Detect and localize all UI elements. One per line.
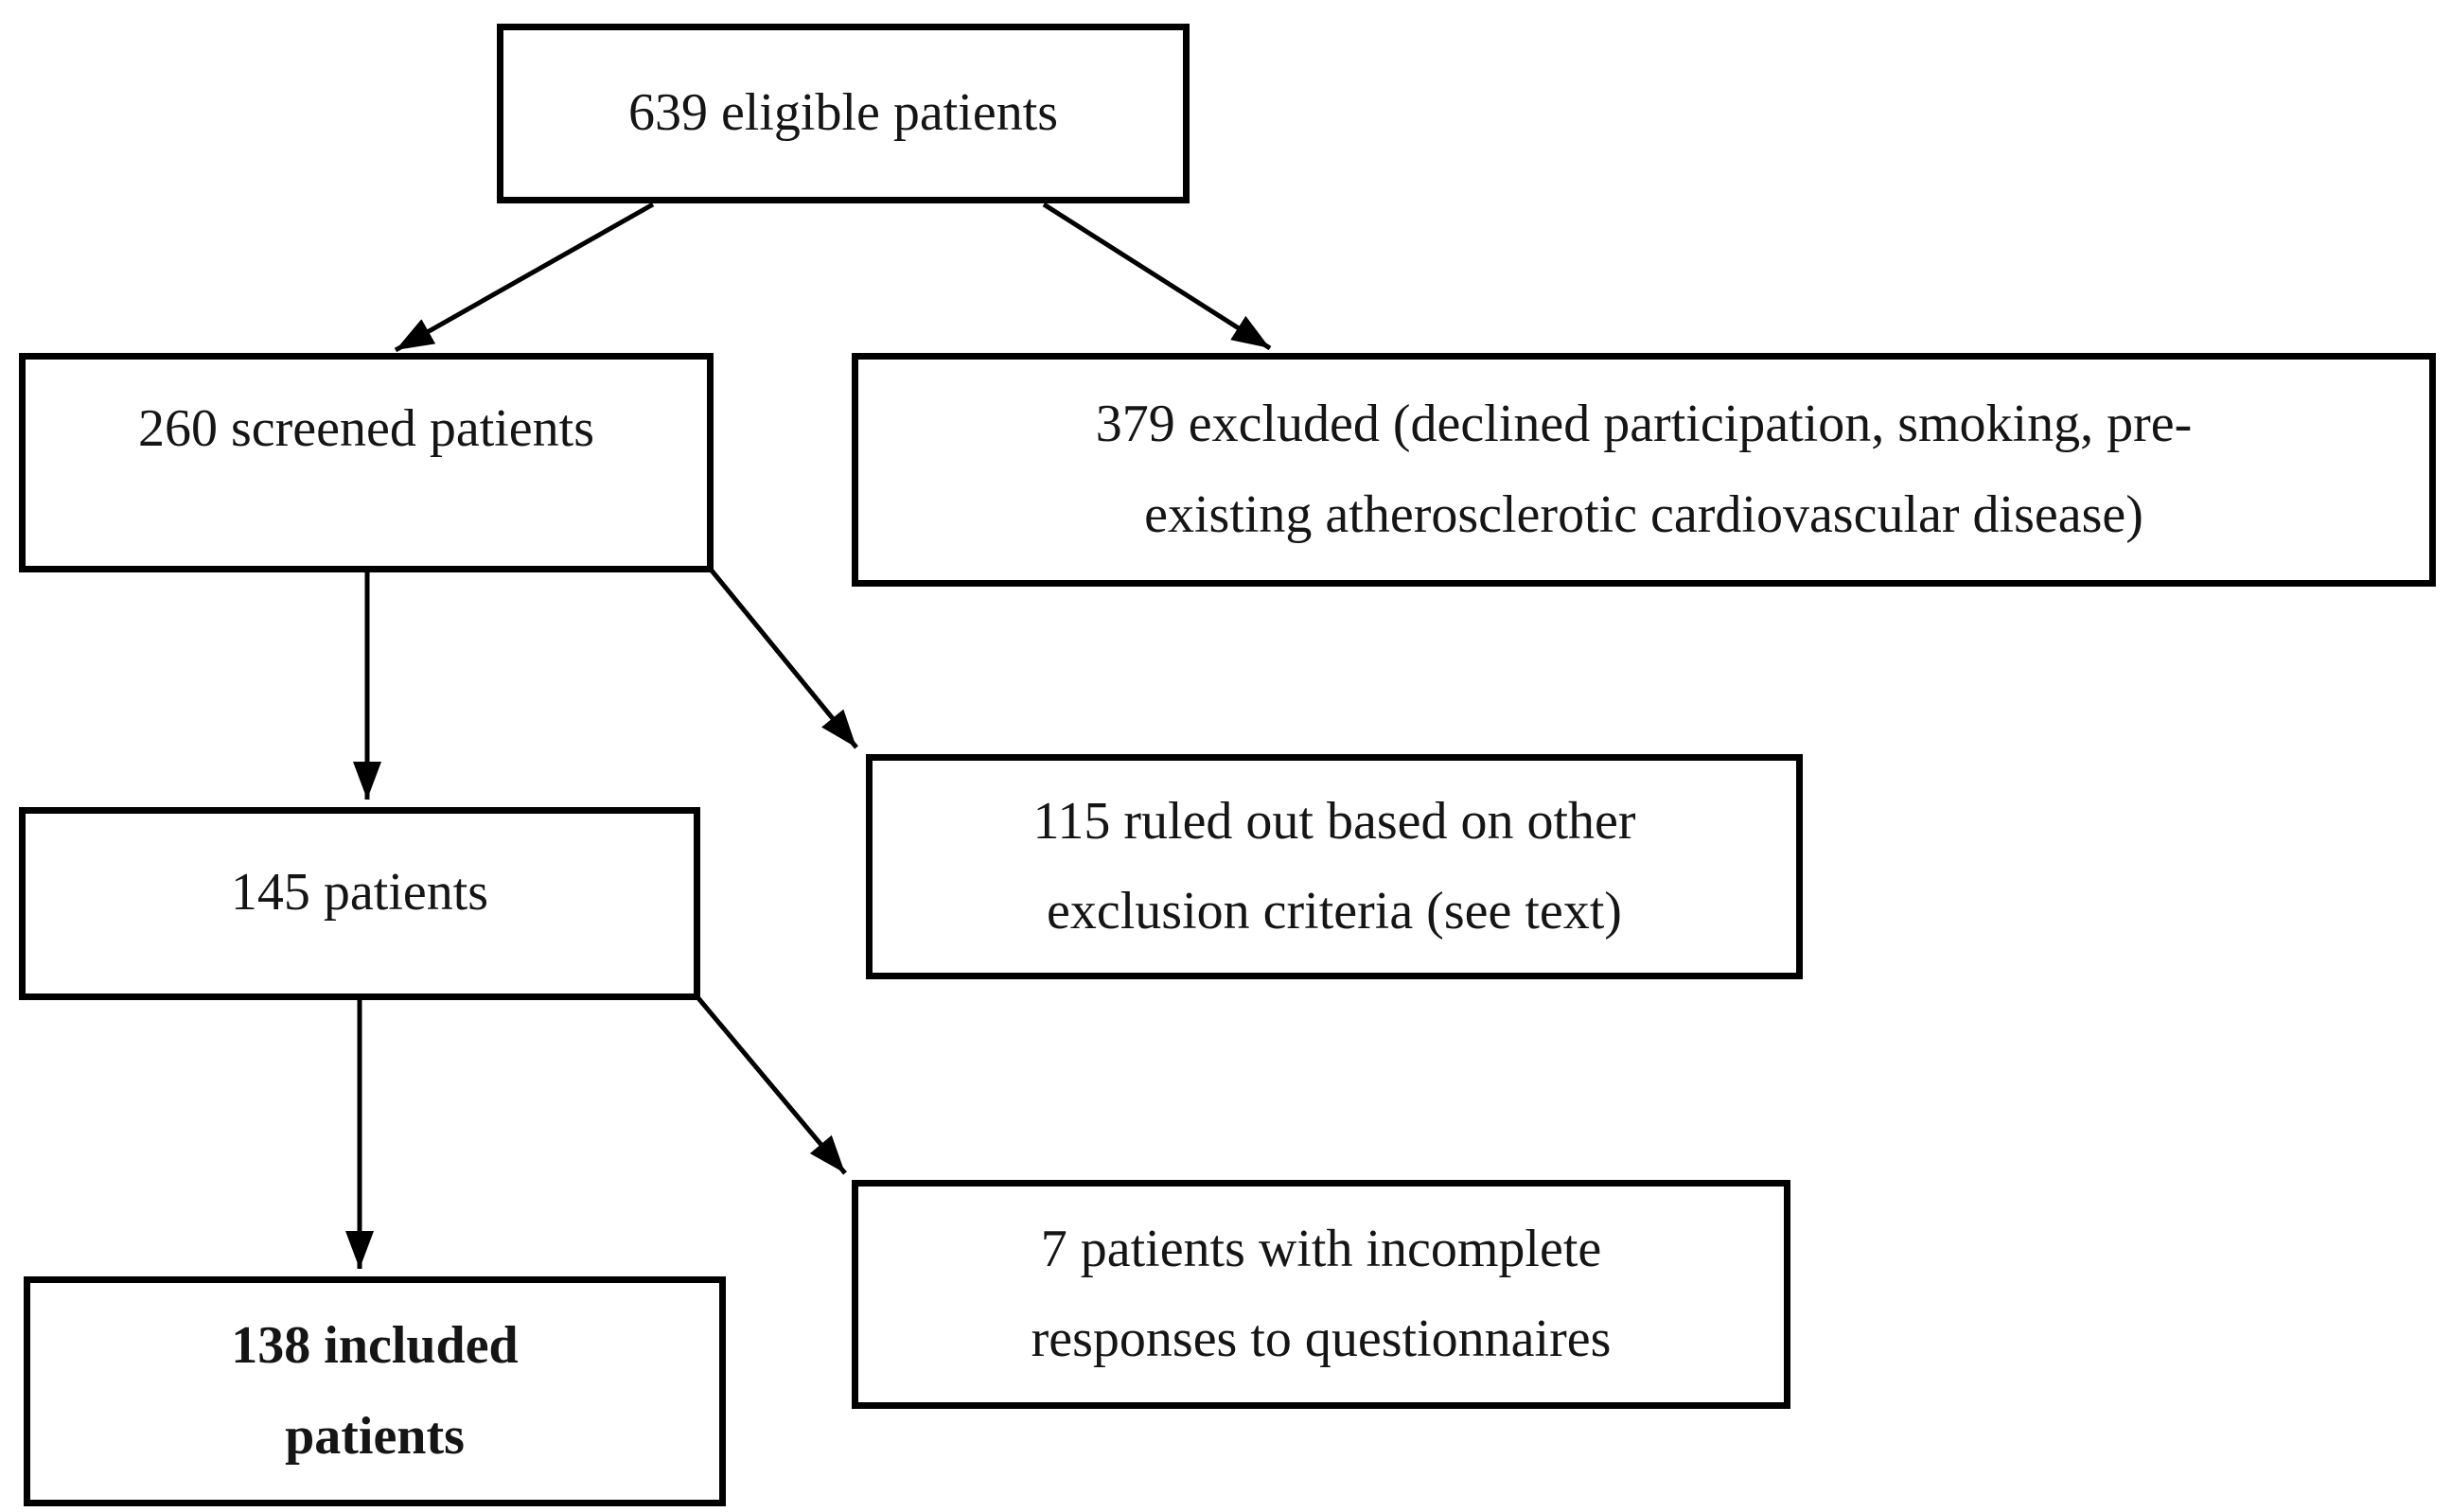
arrow-145-to-incomplete <box>697 996 847 1175</box>
arrow-eligible-to-screened <box>394 202 655 353</box>
arrow-screened-to-ruledout <box>710 569 858 749</box>
node-145-patients-label: 145 patients <box>230 863 489 922</box>
node-eligible-patients-label: 639 eligible patients <box>627 83 1059 143</box>
node-145-patients: 145 patients <box>19 807 700 1000</box>
node-incomplete-responses-label: 7 patients with incomplete responses to … <box>1031 1219 1612 1368</box>
node-included-patients-label: 138 included patients <box>231 1316 519 1466</box>
arrow-eligible-to-excluded <box>1042 202 1272 351</box>
node-excluded-patients: 379 excluded (declined participation, sm… <box>852 353 2436 587</box>
node-eligible-patients: 639 eligible patients <box>497 24 1190 203</box>
node-ruled-out-patients: 115 ruled out based on other exclusion c… <box>866 754 1803 979</box>
node-screened-patients: 260 screened patients <box>19 353 714 572</box>
node-ruled-out-patients-label: 115 ruled out based on other exclusion c… <box>1032 791 1636 941</box>
node-incomplete-responses: 7 patients with incomplete responses to … <box>852 1180 1790 1409</box>
node-excluded-patients-label: 379 excluded (declined participation, sm… <box>1095 395 2193 544</box>
node-screened-patients-label: 260 screened patients <box>137 399 595 458</box>
node-included-patients: 138 included patients <box>24 1276 726 1506</box>
